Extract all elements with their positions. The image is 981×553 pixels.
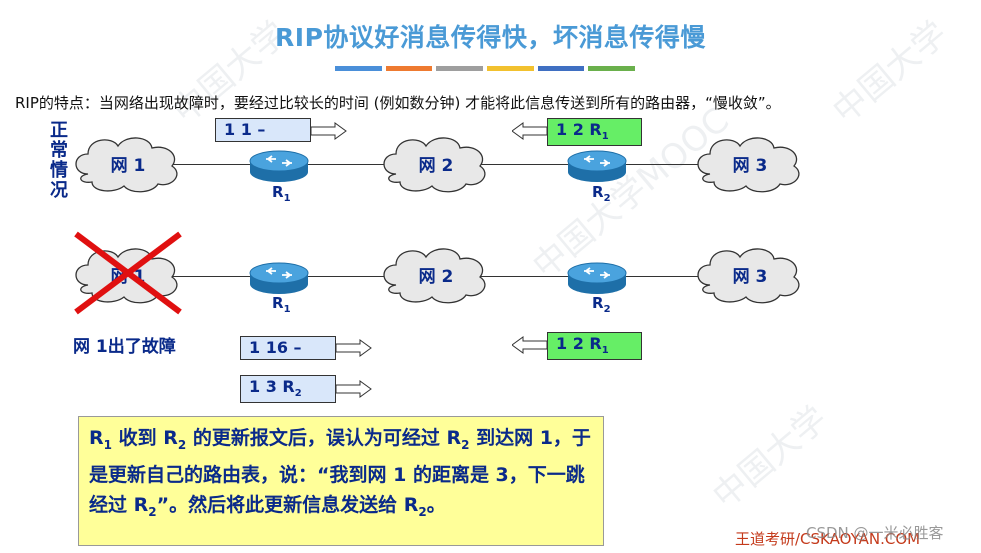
update-box-text: 1 1 – <box>224 120 266 139</box>
color-bar-segment <box>537 66 585 71</box>
router-r1 <box>248 148 310 184</box>
note-text: R <box>89 427 104 449</box>
update-box-r1-top: 1 1 – <box>215 118 311 142</box>
net-label: 网 2 <box>418 156 454 176</box>
update-box-text: 1 2 R <box>556 334 602 353</box>
net-3-cloud: 网 3 <box>690 243 810 305</box>
explanation-note: R1 收到 R2 的更新报文后，误认为可经过 R2 到达网 1，于是更新自己的路… <box>78 416 604 546</box>
note-text: ”。然后将此更新信息发送给 R <box>156 493 419 516</box>
color-bar-segment <box>385 66 433 71</box>
router-icon <box>249 262 309 294</box>
note-text: 到达网 1，于是更新自己的路由表，说：“我到网 1 的距离是 3，下一跳经过 R <box>89 427 591 516</box>
fault-label: 网 1出了故障 <box>73 337 176 357</box>
update-box-text: 1 2 R <box>556 120 602 139</box>
arrow-right-icon <box>336 339 372 357</box>
title-color-bar <box>335 66 636 71</box>
net-label: 网 2 <box>418 267 454 287</box>
net-3-cloud: 网 3 <box>690 132 810 194</box>
router-label-sub: 1 <box>283 193 291 204</box>
net-label: 网 3 <box>732 156 768 176</box>
router-r2 <box>566 260 628 296</box>
update-box-sub: 2 <box>294 388 302 400</box>
watermark: 中国大学 <box>705 398 836 517</box>
router-r2-label: R2 <box>592 183 611 204</box>
cloud-icon <box>383 137 486 193</box>
router-r2 <box>566 148 628 184</box>
update-box-text: 1 3 R <box>249 377 295 396</box>
update-box-r2-bottom: 1 2 R1 <box>547 332 642 360</box>
color-bar-segment <box>436 66 484 71</box>
net-label: 网 1 <box>110 156 146 176</box>
note-text: 。 <box>426 493 446 516</box>
note-sub: 1 <box>103 437 112 452</box>
color-bar-segment <box>335 66 382 71</box>
arrow-left-icon <box>512 336 548 354</box>
router-r2-label: R2 <box>592 294 611 315</box>
router-label-sub: 2 <box>603 193 611 204</box>
color-bar-segment <box>588 66 636 71</box>
page-title: RIP协议好消息传得快，坏消息传得慢 <box>275 23 706 52</box>
router-label-sub: 1 <box>283 304 291 315</box>
net-label: 网 3 <box>732 267 768 287</box>
color-bar-segment <box>487 66 534 71</box>
note-sub: 2 <box>148 504 157 519</box>
router-label-text: R <box>272 183 284 201</box>
update-box-text: 1 16 – <box>249 338 302 357</box>
footer-csdn-watermark: CSDN @一米必胜客 <box>806 524 944 542</box>
net-2-cloud: 网 2 <box>376 132 496 194</box>
router-icon <box>567 262 627 294</box>
note-sub: 2 <box>177 437 187 452</box>
update-box-r1-poison: 1 16 – <box>240 336 336 360</box>
note-sub: 2 <box>461 437 470 452</box>
cross-icon <box>68 228 188 318</box>
update-box-r2-top: 1 2 R1 <box>547 118 642 146</box>
note-text: 收到 R <box>112 427 178 449</box>
net-1-cloud: 网 1 <box>68 132 188 194</box>
update-box-sub: 1 <box>601 131 609 143</box>
router-label-text: R <box>592 183 604 201</box>
router-r1-label: R1 <box>272 183 291 204</box>
arrow-right-icon <box>336 380 372 398</box>
router-r1 <box>248 260 310 296</box>
cloud-icon <box>697 137 800 193</box>
router-r1-label: R1 <box>272 294 291 315</box>
router-icon <box>567 150 627 182</box>
update-box-r1-wrong: 1 3 R2 <box>240 375 336 403</box>
router-label-text: R <box>592 294 604 312</box>
cloud-icon <box>383 248 486 304</box>
intro-text: RIP的特点：当网络出现故障时，要经过比较长的时间 (例如数分钟) 才能将此信息… <box>15 94 781 112</box>
normal-state-label: 正常情况 <box>47 120 68 200</box>
net-2-cloud: 网 2 <box>376 243 496 305</box>
note-sub: 2 <box>418 504 427 519</box>
cloud-icon <box>697 248 800 304</box>
arrow-right-icon <box>311 122 347 140</box>
cloud-icon <box>75 137 178 193</box>
router-icon <box>249 150 309 182</box>
router-label-text: R <box>272 294 284 312</box>
arrow-left-icon <box>512 122 548 140</box>
note-text: 的更新报文后，误认为可经过 R <box>186 427 462 449</box>
footer-brand: 王道考研/CSKAOYAN.COM <box>735 530 921 548</box>
update-box-sub: 1 <box>601 345 609 357</box>
router-label-sub: 2 <box>603 304 611 315</box>
